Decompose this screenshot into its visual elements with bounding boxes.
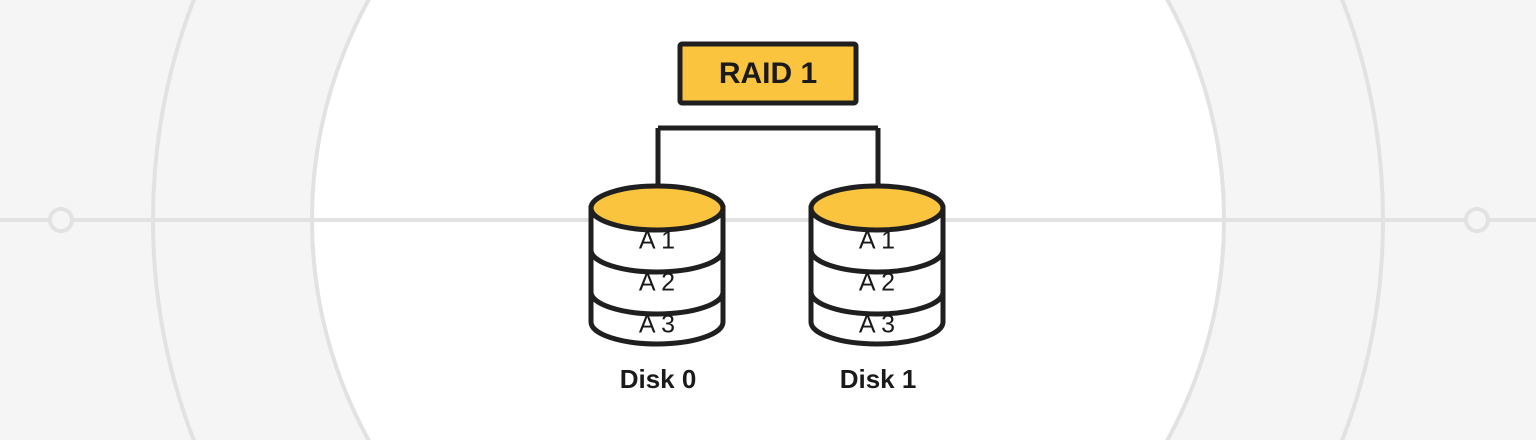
outer-arc-ring <box>310 0 1226 440</box>
left-node-circle <box>48 207 74 233</box>
inner-arc-ring <box>151 0 1385 440</box>
right-node-circle <box>1464 207 1490 233</box>
